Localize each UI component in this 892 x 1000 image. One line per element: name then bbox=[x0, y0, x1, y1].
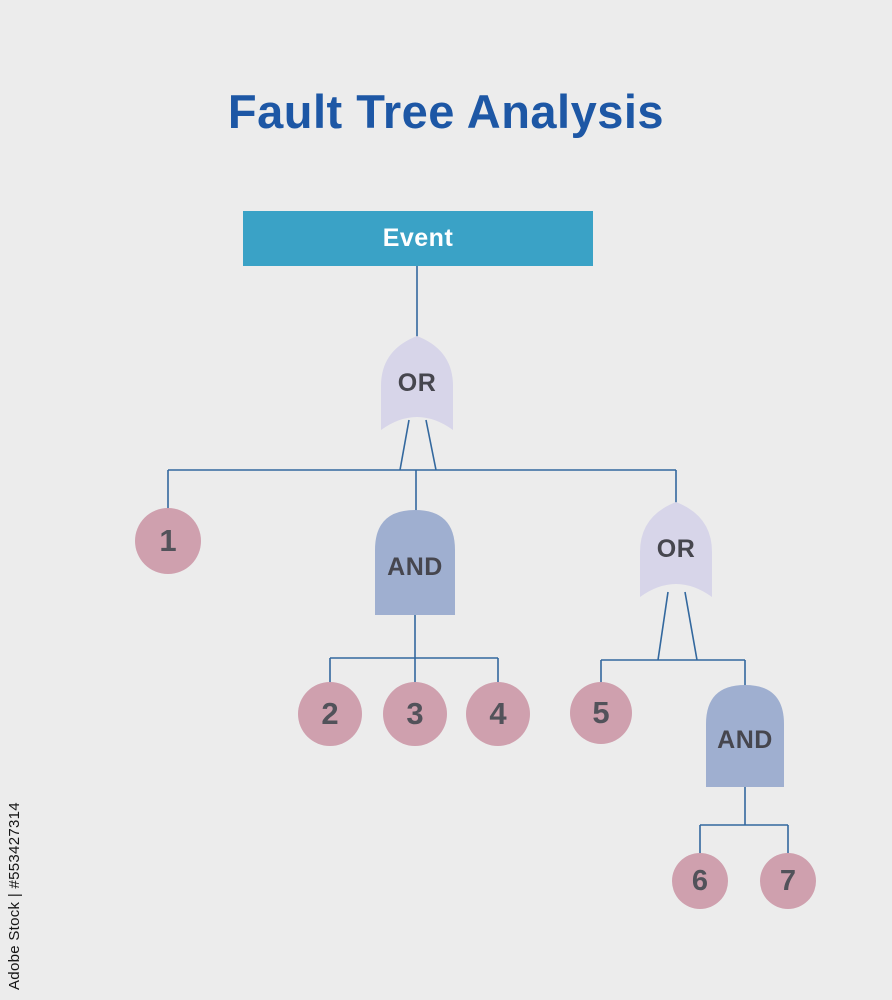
or-gate-1-label: OR bbox=[397, 368, 437, 397]
and-gate-icon bbox=[375, 510, 455, 615]
basic-event-1: 1 bbox=[135, 508, 201, 574]
or-gate-2: OR bbox=[640, 502, 712, 597]
top-event-node: Event bbox=[243, 211, 593, 266]
top-event-label: Event bbox=[382, 224, 454, 252]
basic-event-4: 4 bbox=[466, 682, 530, 746]
basic-event-4-label: 4 bbox=[489, 696, 507, 731]
page-title: Fault Tree Analysis bbox=[227, 85, 665, 138]
basic-event-2: 2 bbox=[298, 682, 362, 746]
basic-event-3: 3 bbox=[383, 682, 447, 746]
basic-event-7: 7 bbox=[760, 853, 816, 909]
and-gate-icon bbox=[706, 685, 784, 787]
basic-event-5-label: 5 bbox=[592, 695, 610, 730]
basic-event-6: 6 bbox=[672, 853, 728, 909]
or-gate-icon bbox=[640, 502, 712, 597]
basic-event-6-label: 6 bbox=[691, 864, 709, 897]
and-gate-1-label: AND bbox=[387, 552, 443, 581]
basic-event-1-label: 1 bbox=[159, 523, 177, 558]
or-gate-icon bbox=[381, 336, 453, 430]
basic-event-2-label: 2 bbox=[321, 696, 339, 731]
basic-event-5: 5 bbox=[570, 682, 632, 744]
basic-event-3-label: 3 bbox=[406, 696, 424, 731]
and-gate-2-label: AND bbox=[717, 726, 773, 754]
basic-event-7-label: 7 bbox=[779, 864, 797, 897]
and-gate-2: AND bbox=[706, 685, 784, 787]
and-gate-1: AND bbox=[375, 510, 455, 615]
or-gate-2-label: OR bbox=[656, 535, 696, 563]
or-gate-1: OR bbox=[381, 336, 453, 430]
